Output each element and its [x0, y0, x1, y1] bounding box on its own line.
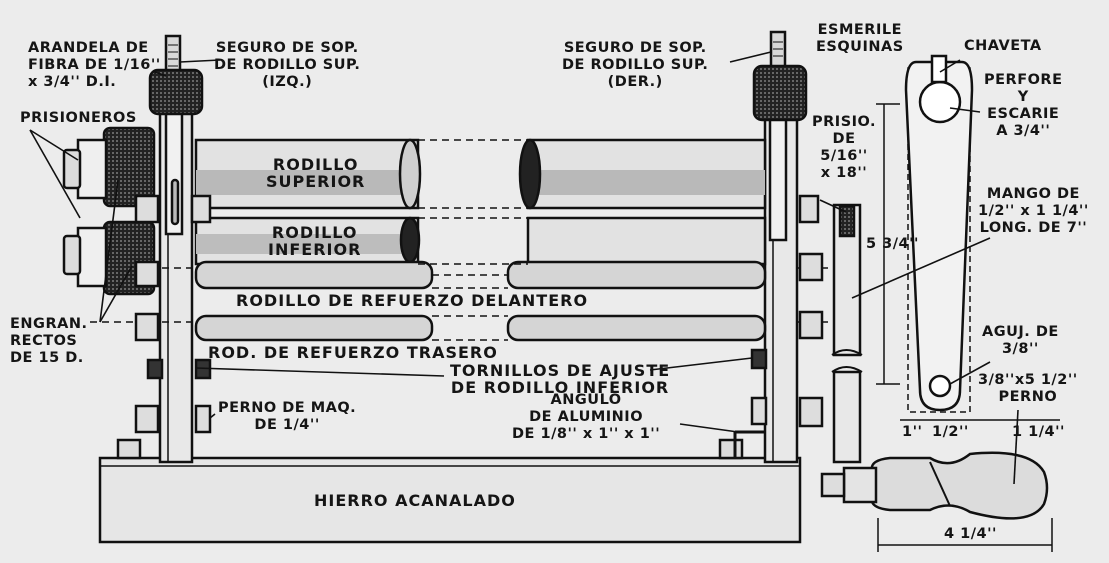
rear-backup-roller-left	[194, 314, 434, 342]
dim-1: 1''	[902, 424, 923, 440]
dim-1-1-4: 1 1/4''	[1012, 424, 1065, 440]
handle-bar-side-lower	[832, 370, 862, 464]
label-prisioneros: PRISIONEROS	[20, 110, 137, 126]
label-perno-maq: PERNO DE MAQ.DE 1/4''	[218, 400, 357, 433]
channel-iron-base	[98, 456, 802, 544]
front-backup-roller-left	[194, 260, 434, 290]
dim-5-3-4: 5 3/4''	[866, 236, 919, 252]
front-backup-roller-right	[506, 260, 767, 290]
label-refuerzo-trasero: ROD. DE REFUERZO TRASERO	[208, 343, 498, 362]
label-hierro: HIERRO ACANALADO	[314, 491, 516, 510]
handle-front-view	[904, 54, 974, 413]
dim-4-1-4: 4 1/4''	[944, 526, 997, 542]
label-perno-dim: 3/8''x5 1/2''PERNO	[978, 372, 1078, 405]
rear-backup-roller-right	[506, 314, 767, 342]
dim-half: 1/2''	[932, 424, 969, 440]
label-seguro-der: SEGURO DE SOP.DE RODILLO SUP.(DER.)	[562, 40, 709, 90]
right-knurled-nut	[752, 64, 808, 122]
upper-gear	[102, 126, 156, 208]
label-seguro-izq: SEGURO DE SOP.DE RODILLO SUP.(IZQ.)	[214, 40, 361, 90]
handle-grip	[870, 451, 1049, 520]
label-refuerzo-delantero: RODILLO DE REFUERZO DELANTERO	[236, 291, 589, 310]
bottom-roller-right	[526, 216, 767, 266]
label-chaveta: CHAVETA	[964, 38, 1042, 54]
